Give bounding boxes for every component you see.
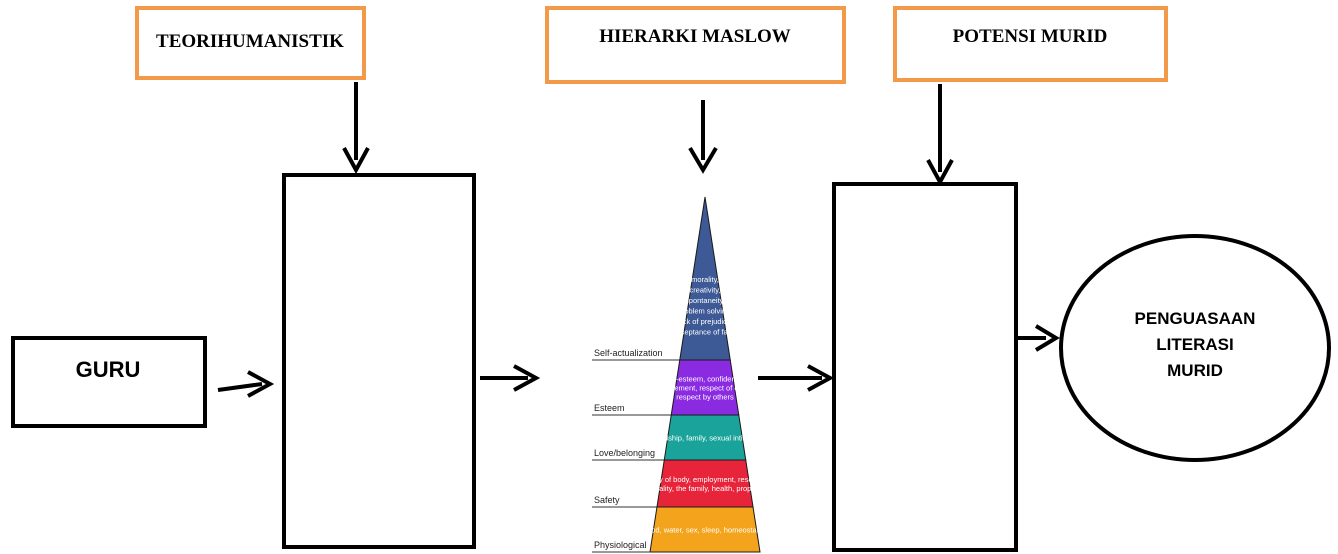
guru-label: GURU: [76, 357, 141, 382]
down-arrow-maslow: [688, 100, 718, 174]
pyramid-tier-text: self-esteem, confidence,: [664, 375, 745, 384]
pyramid-level-label: Safety: [594, 495, 620, 505]
potensi-process-box: [832, 182, 1018, 552]
pyramid-tier-text: achievement, respect of others,: [653, 384, 758, 393]
maslow-pyramid: morality,creativity, spontaneity,problem …: [592, 196, 801, 553]
potensi-label: POTENSI MURID: [953, 26, 1108, 47]
pyramid-tier-text: security of body, employment, resources,: [637, 475, 773, 484]
pyramid-tier-text: respect by others: [676, 393, 734, 402]
maslow-label: HIERARKI MASLOW: [599, 26, 791, 47]
pyramid-level-label: Esteem: [594, 403, 625, 413]
teori-box: TEORIHUMANISTIK: [135, 6, 366, 80]
pyramid-tier-text: problem solving,: [678, 306, 733, 315]
pyramid-tier-physiological: [649, 506, 761, 553]
teori-label: TEORIHUMANISTIK: [156, 31, 344, 52]
maslow-box: HIERARKI MASLOW: [545, 6, 846, 84]
outcome-line-3: MURID: [1167, 361, 1223, 380]
arrow-pyramid-to-potensi: [758, 364, 835, 392]
guru-box: GURU: [11, 336, 207, 428]
outcome-line-2: LITERASI: [1156, 335, 1233, 354]
teori-process-box: [282, 173, 476, 549]
down-arrow-teori: [342, 82, 370, 175]
potensi-box: POTENSI MURID: [893, 6, 1168, 82]
pyramid-tier-text: lack of prejudice,: [677, 317, 733, 326]
pyramid-level-label: Love/belonging: [594, 448, 655, 458]
pyramid-tier-text: creativity,: [689, 285, 720, 294]
arrow-potensi-to-outcome: [1016, 324, 1060, 352]
pyramid-level-label: Physiological: [594, 540, 647, 550]
pyramid-tier-text: breathing, food, water, sex, sleep, home…: [610, 526, 801, 535]
pyramid-tier-text: morality,: [691, 275, 719, 284]
pyramid-level-label: Self-actualization: [594, 348, 663, 358]
pyramid-tier-text: morality, the family, health, property: [646, 484, 764, 493]
arrow-guru-to-teori: [217, 370, 275, 398]
outcome-line-1: PENGUASAAN: [1135, 309, 1256, 328]
arrow-teori-to-pyramid: [480, 364, 541, 392]
pyramid-tier-text: friendship, family, sexual intimacy: [649, 434, 760, 443]
outcome-ellipse: PENGUASAAN LITERASI MURID: [1059, 234, 1331, 462]
down-arrow-potensi: [926, 84, 954, 187]
pyramid-tier-text: acceptance of facts: [673, 327, 738, 336]
pyramid-tier-text: spontaneity,: [685, 296, 725, 305]
